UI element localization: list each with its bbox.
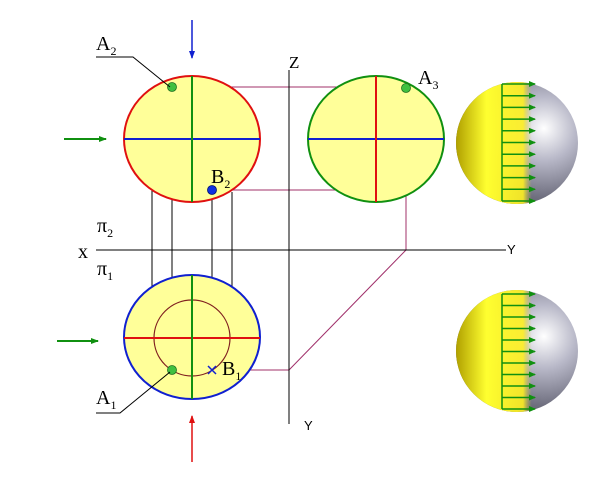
label-x: x <box>78 241 88 263</box>
sphere-top-rays <box>501 81 536 204</box>
leader-lines <box>96 56 171 414</box>
point-b1-cross-icon <box>207 365 217 375</box>
proj-line-diagonal <box>288 249 407 371</box>
coordinate-axes <box>96 70 506 424</box>
top-view <box>123 274 261 400</box>
label-b1: B1 <box>222 358 241 383</box>
sphere-bottom <box>456 290 578 412</box>
label-a2: A2 <box>96 33 116 58</box>
sphere-bottom-rays <box>501 291 536 412</box>
point-a3 <box>401 83 411 93</box>
label-y-right: Y <box>507 242 516 257</box>
sphere-top <box>456 81 578 204</box>
label-a1: A1 <box>96 387 116 412</box>
label-y-bottom: Y <box>304 418 313 433</box>
side-view <box>307 75 445 203</box>
label-a3: A3 <box>418 67 438 92</box>
labels: A2 A3 B2 A1 B1 π2 π1 x Z Y Y <box>78 33 516 433</box>
point-b2 <box>207 185 217 195</box>
label-b2: B2 <box>211 166 230 191</box>
label-z: Z <box>289 53 299 72</box>
label-pi1: π1 <box>97 258 113 283</box>
leader-a2 <box>96 56 171 88</box>
front-view <box>123 75 261 203</box>
point-a2 <box>167 82 177 92</box>
leader-a1 <box>96 371 171 414</box>
points <box>167 82 411 375</box>
label-pi2: π2 <box>97 215 113 240</box>
view-arrows <box>57 20 195 462</box>
